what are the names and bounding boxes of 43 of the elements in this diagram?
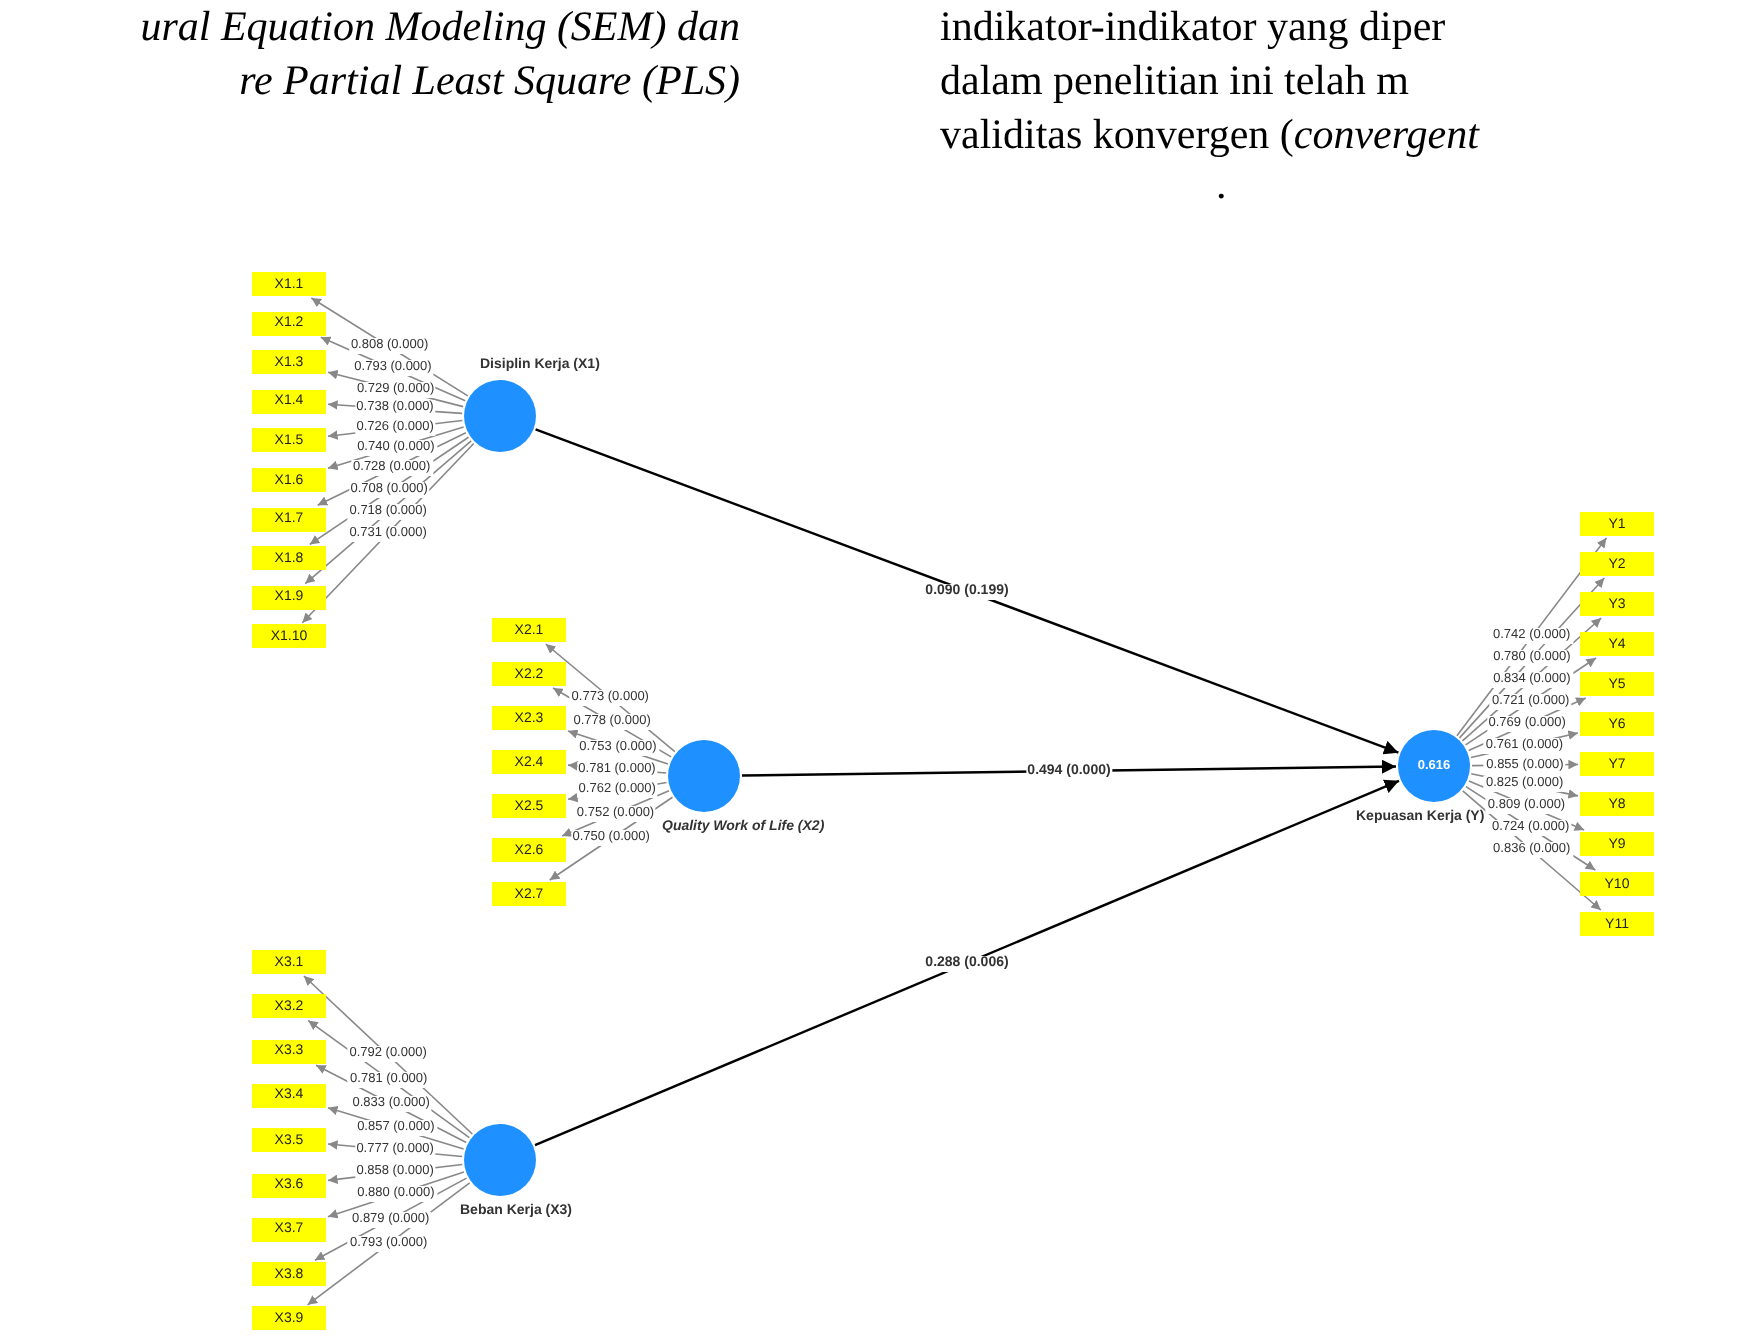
arrow xyxy=(327,370,464,408)
arrow xyxy=(552,687,672,758)
arrow xyxy=(320,336,467,402)
arrow xyxy=(316,431,467,506)
arrow xyxy=(534,779,1400,1147)
arrow xyxy=(1470,730,1579,759)
arrow xyxy=(303,975,474,1135)
arrow xyxy=(327,1171,465,1219)
arrow xyxy=(567,729,669,765)
arrow xyxy=(1461,617,1602,742)
arrow xyxy=(548,796,674,881)
arrow xyxy=(1458,577,1606,739)
arrow xyxy=(327,1105,465,1150)
arrow xyxy=(307,1019,471,1139)
page-text: dalam penelitian ini telah m xyxy=(940,56,1409,104)
arrow xyxy=(1456,537,1608,737)
page-text: . xyxy=(1216,160,1227,208)
arrow xyxy=(1465,785,1597,871)
arrow xyxy=(742,759,1396,777)
arrow xyxy=(304,440,472,585)
page-text: validitas konvergen (convergent xyxy=(940,110,1479,158)
arrow xyxy=(308,436,470,546)
arrow xyxy=(327,400,463,415)
arrow xyxy=(301,442,475,624)
arrow xyxy=(1461,790,1602,911)
arrow xyxy=(306,1182,471,1306)
arrow xyxy=(1467,697,1587,752)
page-text: re Partial Least Square (PLS) xyxy=(239,56,740,104)
arrow xyxy=(545,643,676,753)
arrow xyxy=(327,419,464,440)
arrow xyxy=(1464,657,1597,746)
page-text: ural Equation Modeling (SEM) dan xyxy=(140,2,740,50)
arrow xyxy=(535,428,1399,755)
arrow xyxy=(1468,780,1585,831)
arrow xyxy=(1470,772,1579,799)
arrow xyxy=(327,1163,464,1184)
arrow xyxy=(1471,759,1579,770)
arrow xyxy=(314,1177,468,1261)
arrow xyxy=(327,426,465,470)
arrow xyxy=(310,297,469,397)
arrow xyxy=(327,1140,463,1158)
page-text: indikator-indikator yang diper xyxy=(940,2,1446,50)
arrow xyxy=(315,1064,468,1144)
